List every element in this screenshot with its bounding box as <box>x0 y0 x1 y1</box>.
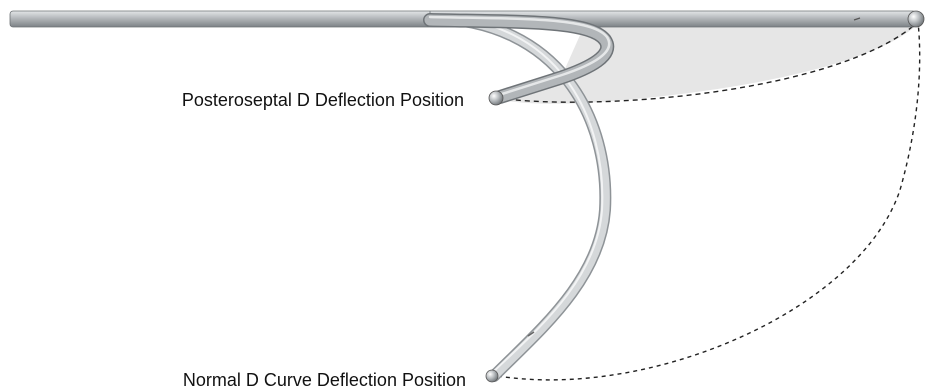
posteroseptal-label: Posteroseptal D Deflection Position <box>182 90 464 110</box>
posteroseptal-catheter <box>423 13 615 104</box>
normal-curve-label: Normal D Curve Deflection Position <box>183 370 466 390</box>
normal-curve-tip <box>485 369 499 383</box>
posteroseptal-tip <box>488 90 504 106</box>
deflection-sweep-area <box>500 24 918 104</box>
normal-sweep-arc <box>497 21 921 381</box>
posteroseptal-sweep-arc <box>497 21 919 103</box>
normal-curve-catheter <box>424 12 612 382</box>
straight-catheter-tip <box>907 10 925 28</box>
